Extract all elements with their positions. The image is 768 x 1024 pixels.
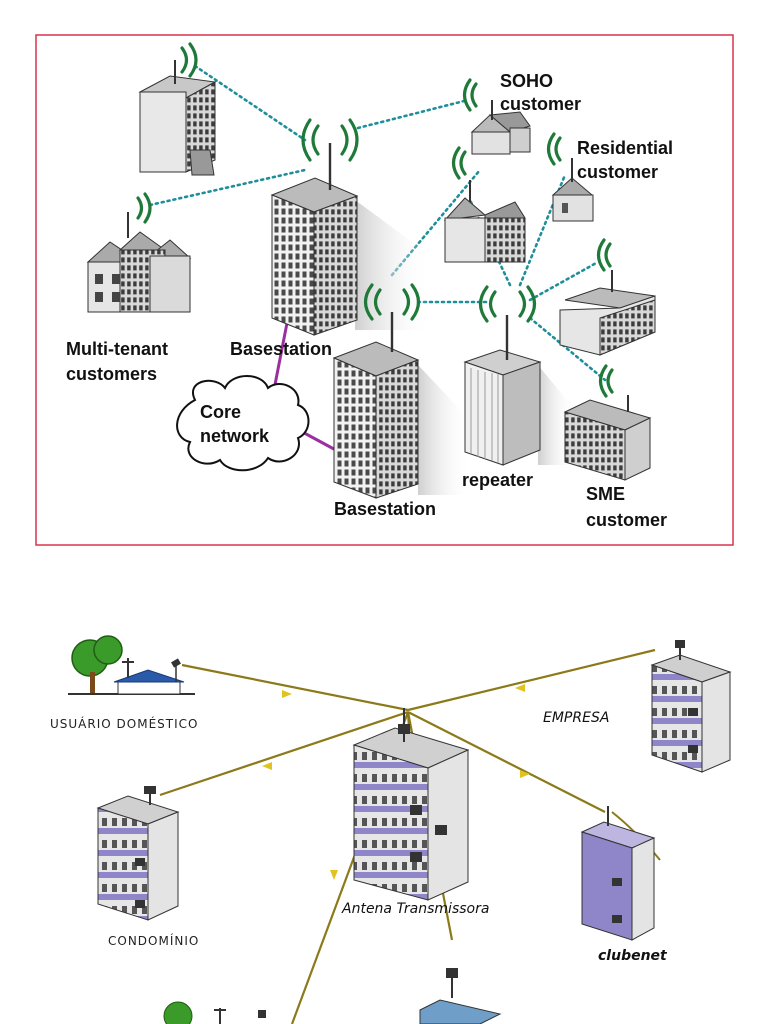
basestation-upper [270,143,430,336]
office-building [138,42,217,176]
repeater-building [463,285,575,466]
antenna-tower-building [352,708,470,901]
basestation-lower [332,283,470,499]
label-condominio: CONDOMÍNIO [108,933,199,948]
label-residential-line1: Residential [577,138,673,158]
label-clubenet: clubenet [598,948,668,964]
residential-house [546,132,594,222]
condominio-building [96,786,180,921]
multi-tenant-building [86,192,192,313]
residential-wave-icon [546,132,562,166]
label-basestation-upper: Basestation [230,339,332,359]
partial-building-bottom [419,968,502,1024]
label-core-line2: network [200,426,270,446]
label-antena: Antena Transmissora [341,901,489,917]
clubenet-building [580,806,656,941]
label-multitenant-line2: customers [66,364,157,384]
label-residential-line2: customer [577,162,658,182]
top-labels: SOHO customer Residential customer Multi… [66,71,673,530]
label-soho-line1: SOHO [500,71,553,91]
sme-building [563,364,652,481]
core-network-cloud [176,375,310,472]
hub-antenna-waves [301,118,359,162]
multi-tenant-wave-icon [136,192,152,224]
label-soho-line2: customer [500,94,581,114]
soho-house [462,78,531,155]
label-sme-line2: customer [586,510,667,530]
link-office-hub [193,64,307,142]
soho-wave-icon [462,78,478,112]
link-repeater-factory [528,260,600,302]
home-user-scene [68,635,195,695]
factory-building [559,238,656,356]
link-repeater-sme [528,316,607,382]
link-hub-multitenant [148,168,307,207]
link-hub-soho [356,98,470,130]
label-sme-line1: SME [586,484,625,504]
label-multitenant-line1: Multi-tenant [66,339,168,359]
label-basestation-lower: Basestation [334,499,436,519]
customer-house [443,146,526,263]
office-wave-icon [180,42,198,78]
label-repeater: repeater [462,470,533,490]
label-core-line1: Core [200,402,241,422]
label-usuario: USUÁRIO DOMÉSTICO [50,716,198,731]
label-empresa: EMPRESA [543,710,609,726]
partial-home-bottom [163,1001,266,1024]
empresa-building [650,640,732,773]
